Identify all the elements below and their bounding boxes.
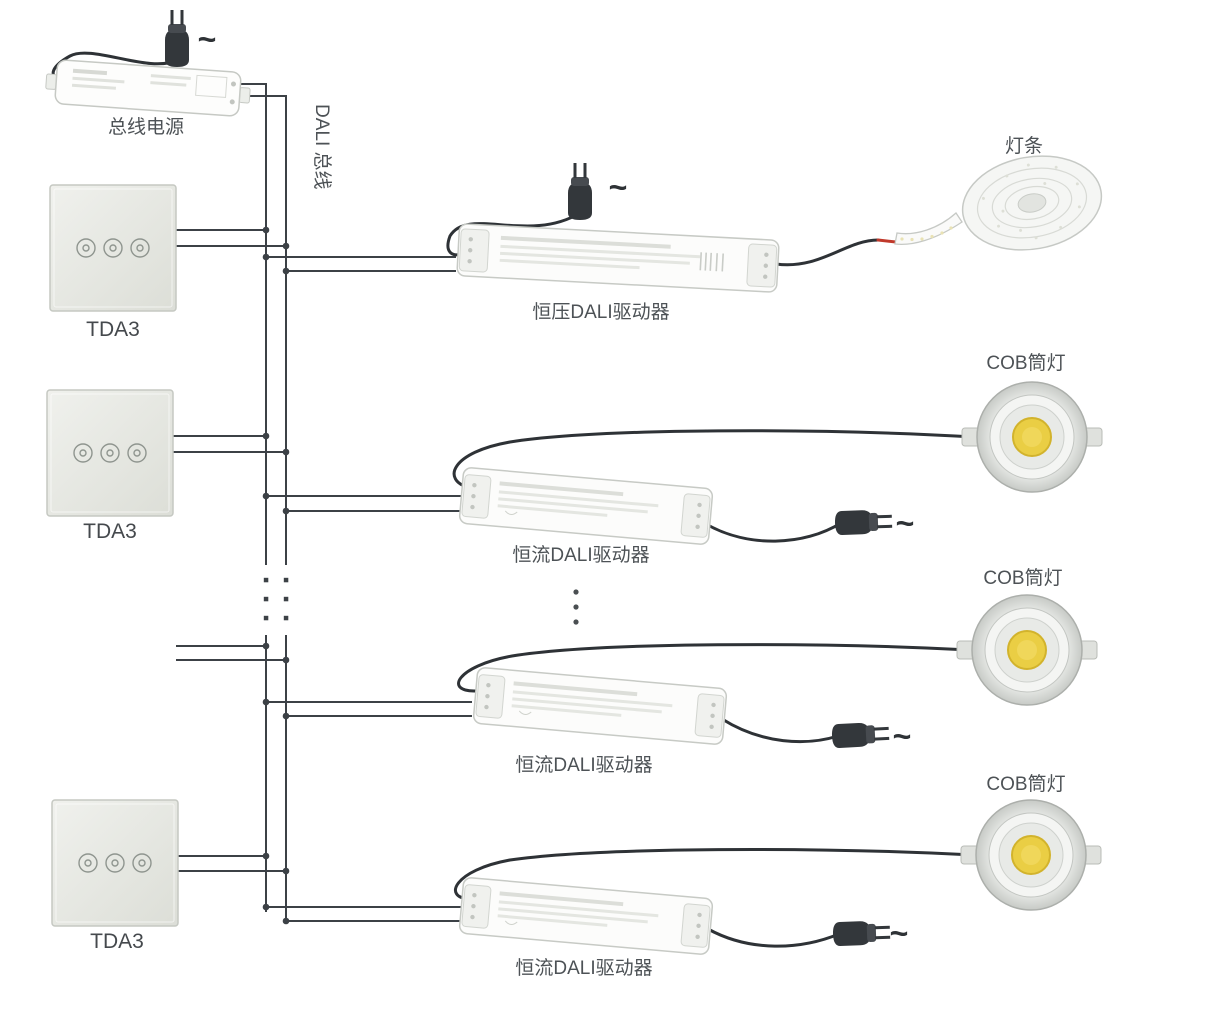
cc-driver-2-plug [829,719,892,750]
cc1-ac-symbol: ~ [896,505,915,541]
junction-dots [262,226,290,925]
cob-label-3: COB筒灯 [986,773,1065,795]
cc-dali-driver-2 [472,666,728,746]
led-strip-reel [894,155,1103,251]
mains-cables [51,51,976,948]
tda3-label-1: TDA3 [86,318,140,341]
cob2-cable [457,643,972,693]
tda3-label-3: TDA3 [90,930,144,953]
cc2-plug-cable [720,717,840,744]
tda3-label-2: TDA3 [83,520,137,543]
cob3-cable [454,848,976,901]
cv-driver-label: 恒压DALI驱动器 [532,301,669,323]
bus-ellipsis [263,577,289,621]
power-ac-symbol: ~ [198,21,217,57]
cob-label-1: COB筒灯 [986,352,1065,374]
power-plug-cable [51,51,179,82]
cc-dali-driver-3 [458,876,714,956]
power-plug [163,8,191,69]
cc3-ac-symbol: ~ [890,915,909,951]
dali-bus-lines [173,83,472,923]
led-strip-label: 灯条 [1005,135,1043,157]
dali-bus-label: DALI 总线 [311,104,333,190]
strip-red-lead [876,238,898,244]
bus-power-label: 总线电源 [108,116,184,138]
cv-ac-symbol: ~ [609,169,628,205]
tda3-panel-3 [51,799,179,927]
cv-output-cable [774,238,880,267]
cc-driver-3-plug [831,918,892,948]
cc-dali-driver-1 [458,466,714,546]
cv-dali-driver [456,223,780,293]
cob-downlight-3 [960,799,1102,911]
cc-driver-3-label: 恒流DALI驱动器 [515,957,652,979]
cc2-ac-symbol: ~ [893,718,912,754]
cc3-plug-cable [706,927,841,948]
cob-downlight-2 [956,594,1098,706]
cv-driver-plug [566,161,594,222]
cob-downlight-1 [961,381,1103,493]
tda3-panel-1 [49,184,177,312]
tda3-panel-2 [46,389,174,517]
bus-power-supply [45,59,251,117]
cc-driver-1-plug [833,507,894,537]
cc-driver-1-label: 恒流DALI驱动器 [512,544,649,566]
cc-driver-2-label: 恒流DALI驱动器 [515,754,652,776]
drivers-ellipsis [573,589,579,625]
cc1-plug-cable [704,521,843,543]
cv-plug-cable [446,211,582,257]
cob-label-2: COB筒灯 [983,567,1062,589]
cob1-cable [452,429,976,490]
